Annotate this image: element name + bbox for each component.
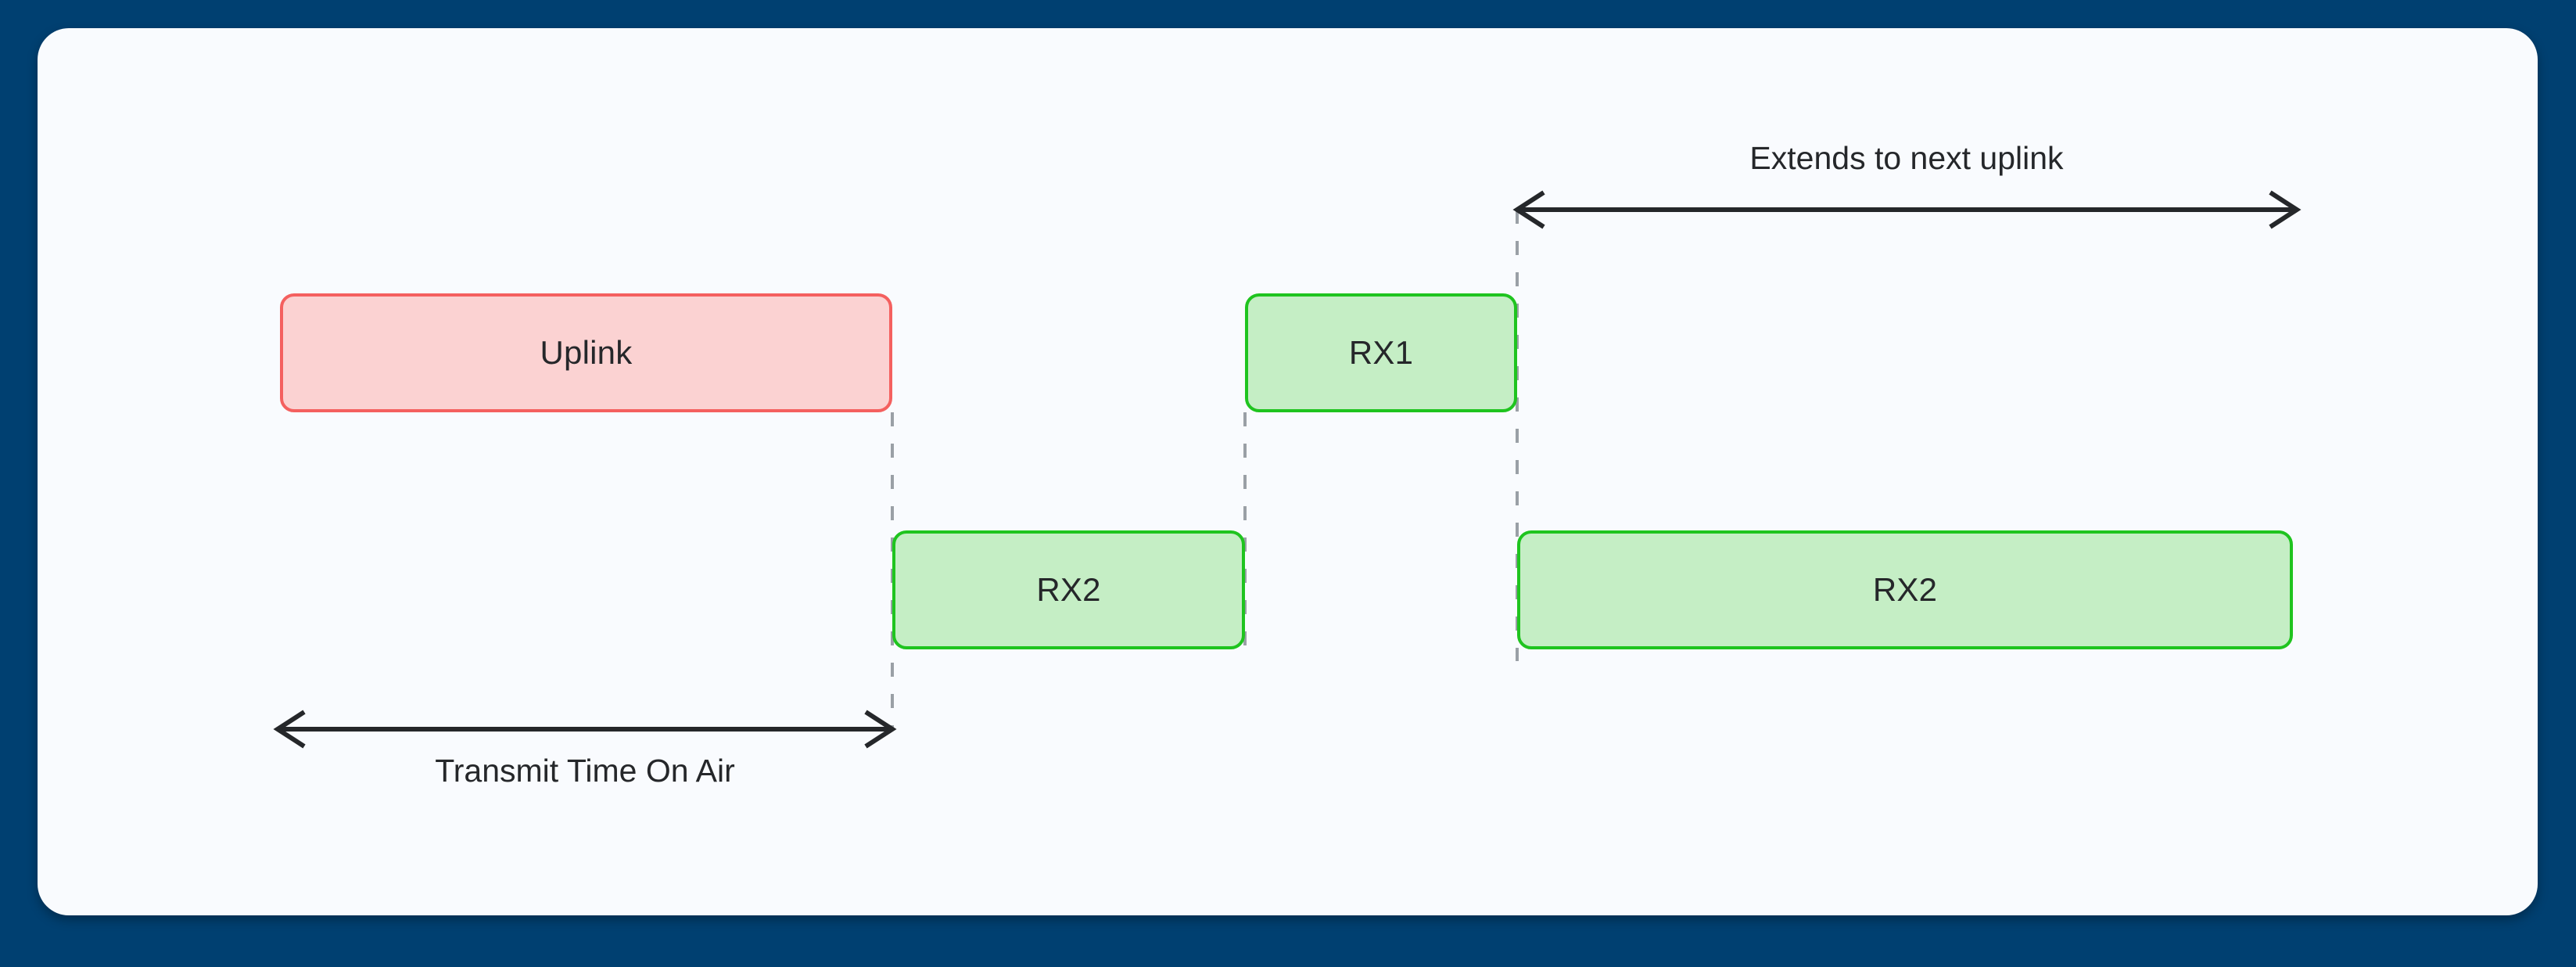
block-rx2-extended[interactable]: RX2	[1517, 530, 2293, 649]
diagram-card	[38, 28, 2538, 915]
annotation-extends-to-next-uplink-label: Extends to next uplink	[1749, 140, 2064, 176]
block-uplink[interactable]: Uplink	[280, 293, 892, 412]
block-rx1-label: RX1	[1348, 334, 1414, 371]
block-uplink-label: Uplink	[540, 334, 633, 371]
annotation-transmit-time-on-air-label: Transmit Time On Air	[435, 753, 735, 789]
block-rx2-extended-label: RX2	[1872, 571, 1938, 608]
block-rx1[interactable]: RX1	[1245, 293, 1517, 412]
block-rx2-early-label: RX2	[1036, 571, 1101, 608]
block-rx2-early[interactable]: RX2	[892, 530, 1245, 649]
